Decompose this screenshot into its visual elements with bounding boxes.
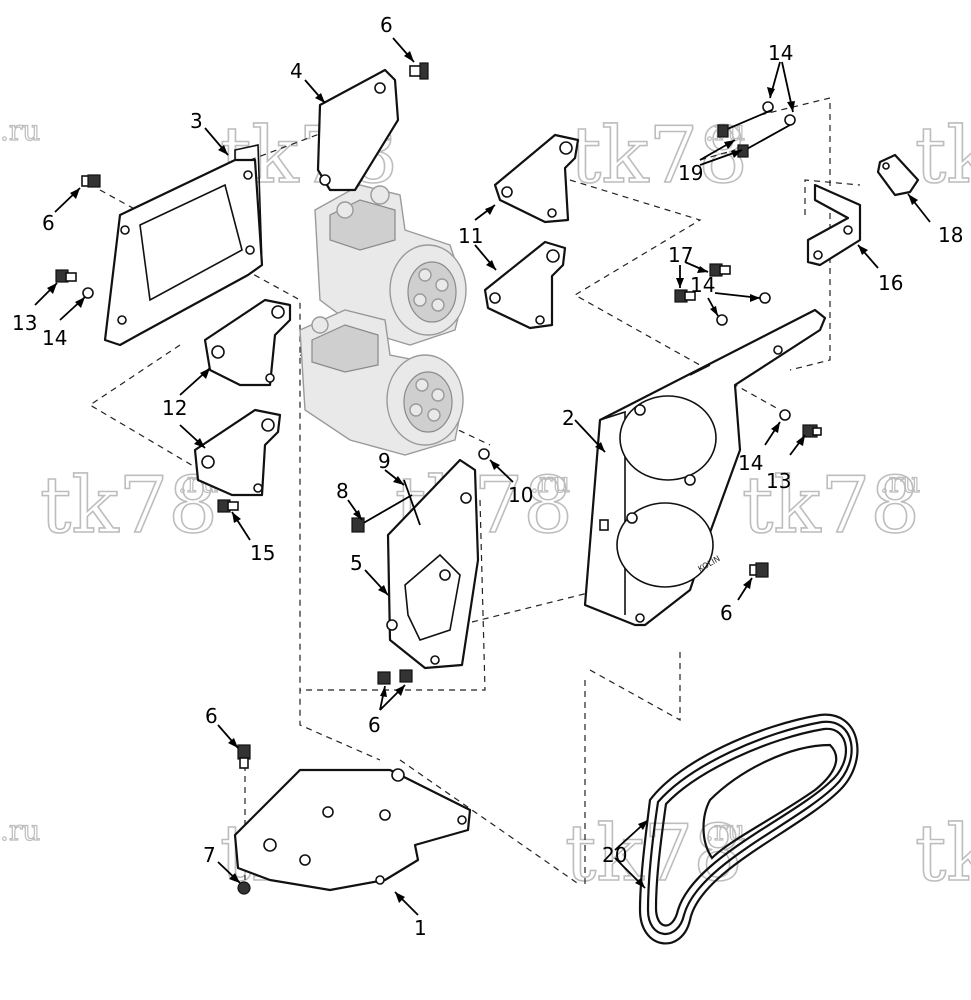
part-4-plate: [316, 68, 400, 192]
callout-15: 15: [250, 541, 275, 565]
callout-12: 12: [162, 396, 187, 420]
callout-18: 18: [938, 223, 963, 247]
callout-arrows: [34, 37, 931, 916]
washer-14-top-b: [784, 114, 796, 126]
callout-labels: 6 4 3 6 13 14 12 15 11 19 14 18 16 17 14…: [12, 13, 963, 940]
callout-13-right: 13: [766, 469, 791, 493]
part-20-belt: [638, 713, 859, 945]
screw-6-base: [237, 744, 251, 769]
callout-4: 4: [290, 59, 303, 83]
compressor-lower: [299, 309, 464, 456]
screw-6-top: [409, 62, 429, 80]
callout-13-left: 13: [12, 311, 37, 335]
watermark-text: tk78: [40, 461, 218, 551]
screw-15: [217, 499, 239, 513]
screw-6-pair-a: [377, 671, 391, 685]
callout-6-left: 6: [42, 211, 55, 235]
washer-14-left: [82, 287, 94, 299]
callout-14-left: 14: [42, 326, 67, 350]
screw-17-a: [709, 263, 731, 277]
watermark-text: tk78: [915, 111, 971, 201]
nut-10: [478, 448, 490, 460]
watermark-suffix: .ru: [0, 814, 40, 847]
washer-14-mid-b: [716, 314, 728, 326]
callout-8: 8: [336, 479, 349, 503]
callout-11: 11: [458, 224, 483, 248]
screw-13-right: [802, 424, 822, 438]
watermark-suffix: .ru: [0, 114, 40, 147]
callout-17: 17: [668, 243, 693, 267]
nut-7: [237, 881, 251, 895]
callout-1: 1: [414, 916, 427, 940]
watermark-text: tk78: [742, 461, 920, 551]
part-11-upper-bracket: [493, 133, 580, 224]
callout-7: 7: [203, 843, 216, 867]
watermark-suffix: .ru: [530, 466, 570, 499]
callout-5: 5: [350, 551, 363, 575]
screw-6-pair-b: [399, 669, 413, 683]
part-16-l-bracket: [806, 183, 862, 267]
fasteners: [55, 62, 822, 895]
screw-17-b: [674, 289, 696, 303]
bolt-19-upper: [717, 109, 773, 138]
part-1-base-plate: [233, 768, 472, 892]
callout-20: 20: [602, 843, 627, 867]
watermark-text: tk78: [915, 809, 971, 899]
screw-13-left: [55, 269, 77, 283]
bolt-8: [351, 494, 413, 533]
part-18-spacer: [876, 153, 920, 197]
callout-14-right: 14: [738, 451, 763, 475]
callout-9: 9: [378, 449, 391, 473]
callout-6-right: 6: [720, 601, 733, 625]
part-12-upper-bracket: [203, 298, 292, 387]
compressor-upper: [314, 184, 467, 346]
callout-6-base: 6: [205, 704, 218, 728]
callout-2: 2: [562, 406, 575, 430]
part-5-tensioner-plate: [386, 458, 480, 670]
screw-6-left: [81, 174, 101, 188]
callout-3: 3: [190, 109, 203, 133]
callout-14-top: 14: [768, 41, 793, 65]
screw-6-right: [749, 562, 769, 578]
washer-14-mid-a: [759, 292, 771, 304]
callout-16: 16: [878, 271, 903, 295]
part-3-frame-bracket: [103, 144, 264, 347]
watermark-suffix: .ru: [880, 466, 920, 499]
bolt-9: [403, 479, 421, 526]
part-2-main-plate: KOLIN: [583, 308, 827, 627]
part-11-lower-bracket: [483, 240, 567, 330]
callout-6-top: 6: [380, 13, 393, 37]
watermark-suffix: .ru: [705, 814, 745, 847]
callout-14-mid: 14: [690, 273, 715, 297]
washer-14-right: [779, 409, 791, 421]
part-12-lower-bracket: [193, 408, 282, 497]
callout-10: 10: [508, 483, 533, 507]
callout-6-pair: 6: [368, 713, 381, 737]
callout-19: 19: [678, 161, 703, 185]
